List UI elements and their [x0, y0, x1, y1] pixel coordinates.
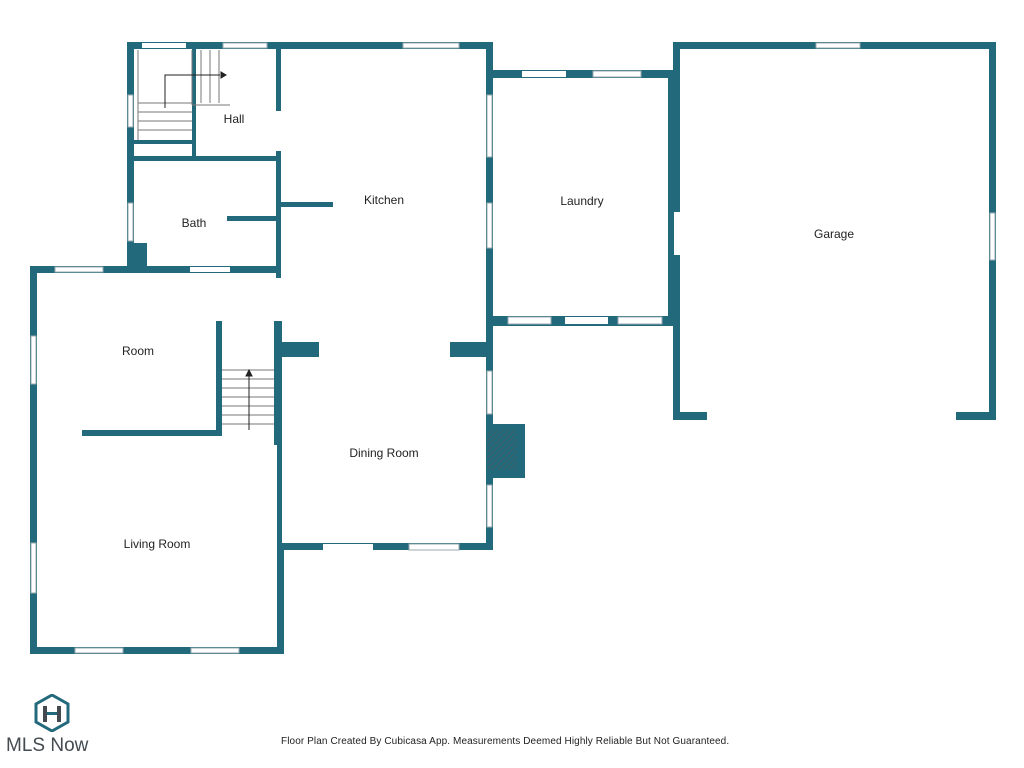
- room-label-kitchen: Kitchen: [364, 193, 404, 207]
- window: [815, 42, 861, 49]
- wall: [82, 430, 222, 436]
- wall: [134, 156, 280, 161]
- wall: [281, 202, 333, 207]
- window: [507, 316, 552, 325]
- wall: [673, 255, 680, 420]
- wall: [956, 412, 996, 420]
- wall: [216, 321, 222, 436]
- window: [142, 43, 186, 48]
- wall: [673, 412, 707, 420]
- window: [127, 94, 134, 128]
- room-label-living-room: Living Room: [124, 537, 191, 551]
- wall: [127, 42, 493, 49]
- wall: [127, 243, 147, 270]
- room-label-dining-room: Dining Room: [349, 446, 418, 460]
- footer-disclaimer: Floor Plan Created By Cubicasa App. Meas…: [281, 736, 730, 747]
- window: [592, 70, 642, 78]
- wall: [134, 140, 194, 144]
- window: [617, 316, 663, 325]
- window: [127, 202, 134, 242]
- window: [989, 212, 996, 261]
- window: [74, 647, 124, 654]
- fireplace-hearth: [487, 430, 517, 470]
- room-label-room: Room: [122, 344, 154, 358]
- window: [30, 335, 37, 385]
- wall: [277, 543, 493, 550]
- window: [486, 370, 493, 415]
- room-labels: Hall Kitchen Laundry Garage Bath Room Di…: [122, 112, 854, 551]
- wall: [277, 357, 282, 550]
- wall: [276, 151, 281, 278]
- window: [30, 542, 37, 594]
- window: [408, 543, 460, 551]
- walls: [30, 42, 996, 654]
- wall: [281, 342, 319, 357]
- window: [54, 266, 104, 273]
- wall: [227, 216, 277, 221]
- wall: [30, 266, 37, 654]
- stairs-upper: [137, 50, 230, 140]
- wall: [450, 342, 493, 357]
- room-label-garage: Garage: [814, 227, 854, 241]
- window: [522, 71, 566, 77]
- window: [323, 544, 373, 550]
- wall: [668, 70, 674, 326]
- wall: [127, 42, 134, 270]
- wall: [277, 549, 284, 654]
- wall: [486, 42, 493, 77]
- window: [565, 317, 608, 324]
- wall: [673, 42, 680, 212]
- window: [486, 202, 493, 249]
- logo-text: MLS Now: [6, 735, 89, 756]
- mls-now-logo-icon: [34, 694, 70, 732]
- wall: [30, 647, 284, 654]
- wall: [276, 49, 281, 111]
- window: [486, 94, 493, 158]
- window: [486, 484, 493, 528]
- window: [190, 267, 230, 272]
- wall: [493, 70, 673, 78]
- windows: [30, 42, 996, 654]
- window: [222, 42, 268, 49]
- window: [40, 431, 82, 435]
- wall: [192, 49, 196, 159]
- window: [402, 42, 460, 49]
- room-label-hall: Hall: [224, 112, 245, 126]
- room-label-laundry: Laundry: [560, 194, 603, 208]
- room-label-bath: Bath: [182, 216, 207, 230]
- stairs-lower: [222, 368, 274, 430]
- window: [190, 647, 240, 654]
